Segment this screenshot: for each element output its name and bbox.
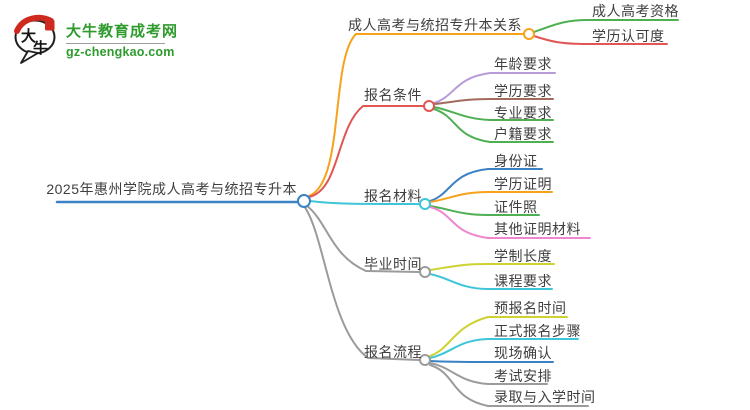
leaf-courses-label: 课程要求 <box>494 273 552 289</box>
branch-graduation-connector <box>305 204 420 273</box>
logo-title: 大牛教育成考网 <box>66 23 179 40</box>
leaf-diploma-label: 学历证明 <box>494 176 552 192</box>
branch-relation-connector <box>308 33 525 197</box>
logo-char-1: 大 <box>21 27 36 45</box>
logo-domain: gz-chengkao.com <box>66 45 175 59</box>
leaf-major-label: 专业要求 <box>494 105 552 121</box>
leaf-admission-connector <box>429 364 589 407</box>
logo-char-2: 牛 <box>33 39 48 57</box>
speech-bubble-ox-icon: 大 牛 <box>14 14 56 64</box>
red-arc <box>14 14 54 34</box>
leaf-age-label: 年龄要求 <box>494 56 552 72</box>
leaf-photo-connector <box>429 205 540 216</box>
leaf-eligibility-connector <box>533 19 679 33</box>
leaf-otherdocs-label: 其他证明材料 <box>494 221 581 237</box>
leaf-admission-label: 录取与入学时间 <box>494 389 596 405</box>
branch-process-circle[interactable] <box>419 354 431 366</box>
branch-conditions-connector <box>308 105 425 198</box>
leaf-formalsteps-label: 正式报名步骤 <box>494 323 581 339</box>
leaf-otherdocs-connector <box>429 206 591 239</box>
leaf-eligibility-label: 成人高考资格 <box>592 3 679 19</box>
root-node-label: 2025年惠州学院成人高考与统招专升本 <box>46 181 297 197</box>
branch-graduation-label: 毕业时间 <box>364 256 422 272</box>
leaf-onsite-connector <box>429 360 554 363</box>
branch-conditions-circle[interactable] <box>423 100 435 112</box>
leaf-recognition-label: 学历认可度 <box>592 28 665 44</box>
leaf-onsite-label: 现场确认 <box>494 345 552 361</box>
leaf-idcard-connector <box>429 168 543 202</box>
root-node-circle[interactable] <box>297 194 311 208</box>
leaf-residence-connector <box>433 108 554 143</box>
leaf-photo-label: 证件照 <box>494 199 538 215</box>
branch-materials-label: 报名材料 <box>364 188 422 204</box>
branch-relation-circle[interactable] <box>523 28 535 40</box>
branch-graduation-circle[interactable] <box>419 266 431 278</box>
leaf-residence-label: 户籍要求 <box>494 126 552 142</box>
leaf-duration-label: 学制长度 <box>494 248 552 264</box>
leaf-recognition-connector <box>533 35 668 45</box>
branch-materials-connector <box>309 200 420 205</box>
leaf-preregister-label: 预报名时间 <box>494 300 567 316</box>
leaf-exam-label: 考试安排 <box>494 368 552 384</box>
logo-separator <box>66 43 165 44</box>
branch-materials-circle[interactable] <box>419 198 431 210</box>
branch-process-label: 报名流程 <box>364 344 422 360</box>
branch-conditions-label: 报名条件 <box>364 87 422 103</box>
leaf-age-connector <box>433 72 556 104</box>
logo-text-block: 大牛教育成考网 gz-chengkao.com <box>66 12 178 59</box>
leaf-education-connector <box>433 98 554 105</box>
leaf-major-connector <box>433 106 554 121</box>
leaf-idcard-label: 身份证 <box>494 153 538 169</box>
leaf-education-label: 学历要求 <box>494 83 552 99</box>
branch-relation-label: 成人高考与统招专升本关系 <box>348 17 522 33</box>
bubble-tail <box>20 50 39 64</box>
leaf-diploma-connector <box>429 191 553 203</box>
leaf-courses-connector <box>429 273 553 290</box>
site-logo: 大 牛 大牛教育成考网 gz-chengkao.com <box>12 12 178 64</box>
leaf-preregister-connector <box>429 316 568 357</box>
leaf-exam-connector <box>429 362 548 385</box>
branch-process-connector <box>303 205 420 361</box>
leaf-duration-connector <box>429 263 555 271</box>
red-seal <box>45 20 55 31</box>
leaf-formalsteps-connector <box>429 338 579 359</box>
